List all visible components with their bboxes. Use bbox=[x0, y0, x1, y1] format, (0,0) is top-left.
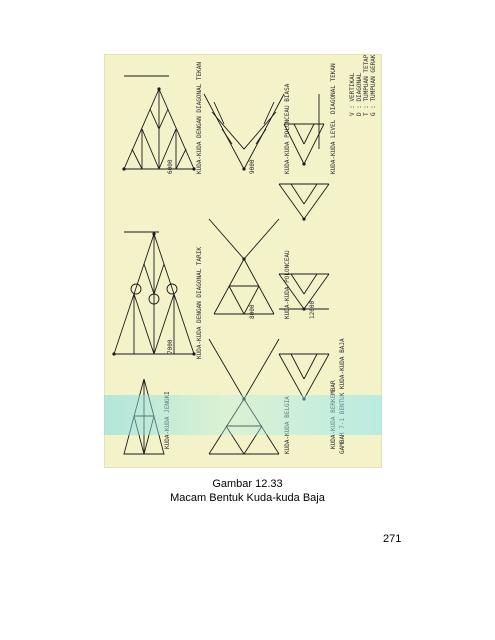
truss-label: KUDA-KUDA POLONCEAU bbox=[284, 250, 291, 319]
truss-label: DIAGONAL TEKAN bbox=[330, 63, 337, 114]
dimension-label: 7000 bbox=[167, 339, 174, 354]
legend-line: T : TUMPUAN TETAP bbox=[363, 54, 370, 116]
truss-label: KUDA-KUDA LEVEL bbox=[330, 119, 337, 174]
figure-caption-title: Macam Bentuk Kuda-kuda Baja bbox=[170, 492, 325, 504]
legend-line: V : VERTIKAL bbox=[349, 72, 356, 116]
figure-caption-number: Gambar 12.33 bbox=[212, 478, 283, 490]
truss-label: KUDA-KUDA DENGAN DIAGONAL TARIK bbox=[196, 247, 203, 359]
truss-diagonal-tarik bbox=[113, 231, 195, 355]
page-number: 271 bbox=[383, 533, 402, 545]
dimension-label: 9000 bbox=[249, 159, 256, 174]
legend-line: G : TUMPUAN GERAK bbox=[370, 54, 377, 116]
truss-label: KUDA-KUDA POLONCEAU BIASA bbox=[284, 83, 291, 174]
truss-drawing-svg: V : VERTIKAL D : DIAGONAL T : TUMPUAN TE… bbox=[112, 54, 377, 455]
truss-polonceau bbox=[208, 218, 280, 315]
truss-diagonal-tekan bbox=[123, 75, 195, 170]
legend: V : VERTIKAL D : DIAGONAL T : TUMPUAN TE… bbox=[349, 54, 377, 116]
dimension-labels: 6000 7000 8000 9000 12000 bbox=[167, 159, 316, 354]
truss-label: KUDA-KUDA DENGAN DIAGONAL TEKAN bbox=[196, 62, 203, 174]
truss-polonceau-biasa bbox=[203, 93, 285, 170]
dimension-label: 12000 bbox=[309, 301, 316, 319]
color-bleed-band bbox=[104, 395, 382, 435]
legend-line: D : DIAGONAL bbox=[356, 72, 363, 116]
dimension-label: 8000 bbox=[249, 304, 256, 319]
dimension-label: 6000 bbox=[167, 159, 174, 174]
